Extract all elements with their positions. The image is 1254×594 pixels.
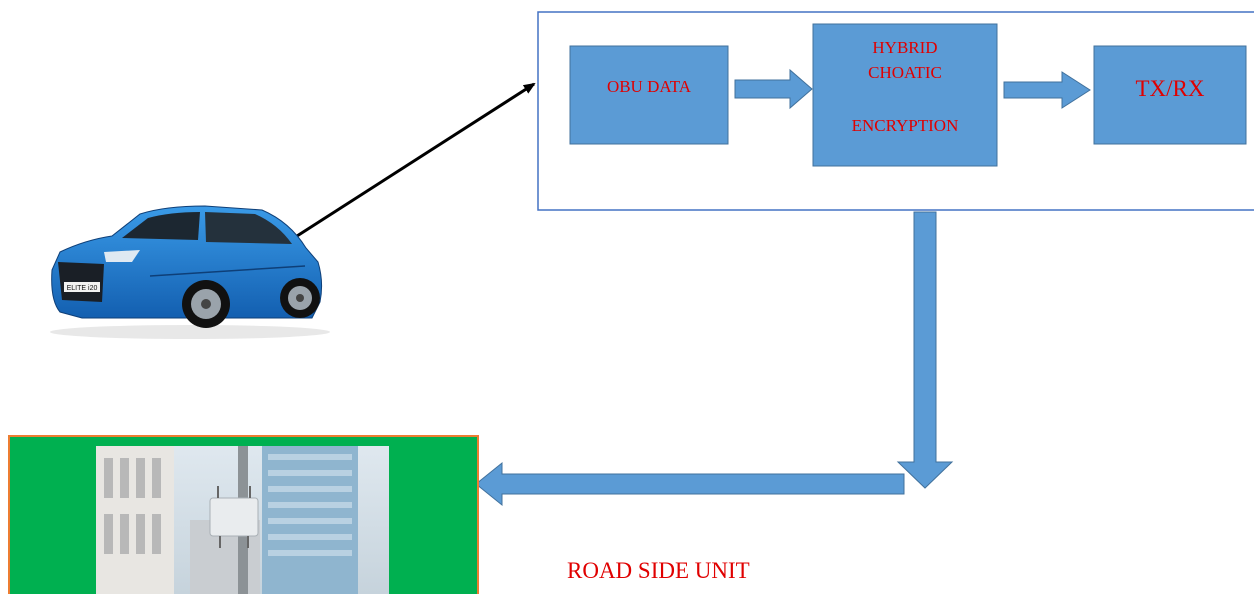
rsu-label: ROAD SIDE UNIT — [567, 558, 750, 583]
hybrid-label-line2: CHOATIC — [868, 63, 942, 82]
arrow-car-to-panel — [296, 82, 536, 238]
car-badge-text: ELITE i20 — [67, 285, 98, 292]
rsu-photo — [96, 446, 389, 594]
arrow-hybrid-to-txrx — [1003, 71, 1091, 109]
obu-data-block — [569, 45, 729, 145]
txrx-block — [1093, 45, 1247, 145]
car-image: ELITE i20 — [50, 205, 330, 339]
txrx-label: TX/RX — [1136, 76, 1205, 101]
car-badge-plate — [64, 282, 100, 292]
hybrid-label-line3: ENCRYPTION — [852, 116, 959, 135]
obu-data-label: OBU DATA — [607, 77, 692, 96]
arrow-panel-down — [896, 211, 954, 489]
hybrid-encryption-block — [812, 23, 998, 167]
arrow-to-rsu — [475, 461, 905, 507]
arrow-obu-to-hybrid — [734, 68, 813, 110]
hybrid-label-line1: HYBRID — [872, 38, 937, 57]
